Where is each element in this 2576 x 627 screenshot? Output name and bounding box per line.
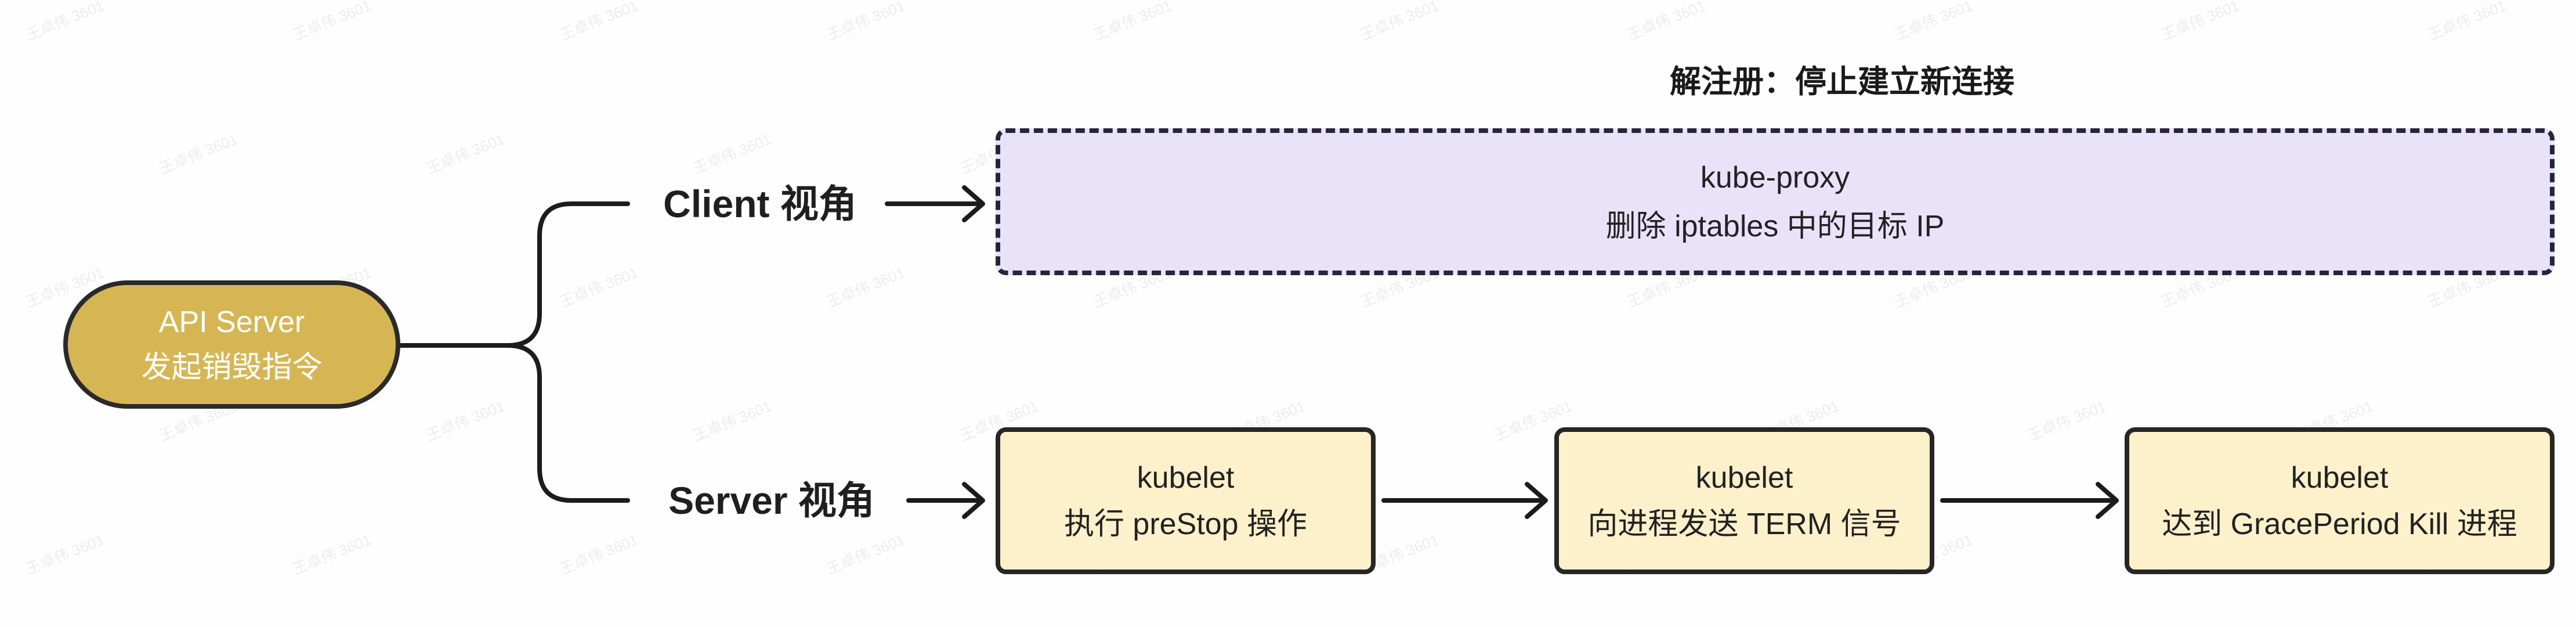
bracket-to-client	[505, 201, 630, 348]
api-server-node: API Server 发起销毁指令	[63, 280, 400, 409]
server-perspective-label: Server 视角	[668, 479, 875, 522]
api-server-node-line2: 发起销毁指令	[141, 350, 323, 384]
bracket-to-server	[505, 343, 630, 503]
kubelet-step-3-line2: 达到 GracePeriod Kill 进程	[2162, 507, 2517, 541]
kubelet-step-3-line1: kubelet	[2291, 460, 2389, 495]
kubelet-step-2-line1: kubelet	[1695, 460, 1793, 495]
client-perspective-label: Client 视角	[663, 182, 857, 225]
arrow-server-to-step1-head	[962, 482, 985, 519]
kubelet-step-2-box: kubelet 向进程发送 TERM 信号	[1554, 427, 1934, 574]
diagram-title: 解注册：停止建立新连接	[1670, 64, 2014, 99]
kubelet-step-1-box: kubelet 执行 preStop 操作	[996, 427, 1376, 574]
kubelet-step-2-line2: 向进程发送 TERM 信号	[1587, 507, 1901, 541]
kubelet-step-3-box: kubelet 达到 GracePeriod Kill 进程	[2125, 427, 2555, 574]
arrow-client-to-kube-proxy-head	[962, 185, 985, 222]
kubelet-step-1-line1: kubelet	[1137, 460, 1235, 495]
kube-proxy-box-line2: 删除 iptables 中的目标 IP	[1605, 209, 1945, 243]
kube-proxy-box-line1: kube-proxy	[1700, 160, 1850, 194]
api-server-node-line1: API Server	[158, 305, 305, 339]
kube-proxy-box: kube-proxy 删除 iptables 中的目标 IP	[996, 128, 2555, 275]
arrow-step2-to-step3-head	[2096, 482, 2119, 519]
arrow-step1-to-step2-head	[1525, 482, 1548, 519]
kubelet-step-1-line2: 执行 preStop 操作	[1063, 507, 1308, 541]
